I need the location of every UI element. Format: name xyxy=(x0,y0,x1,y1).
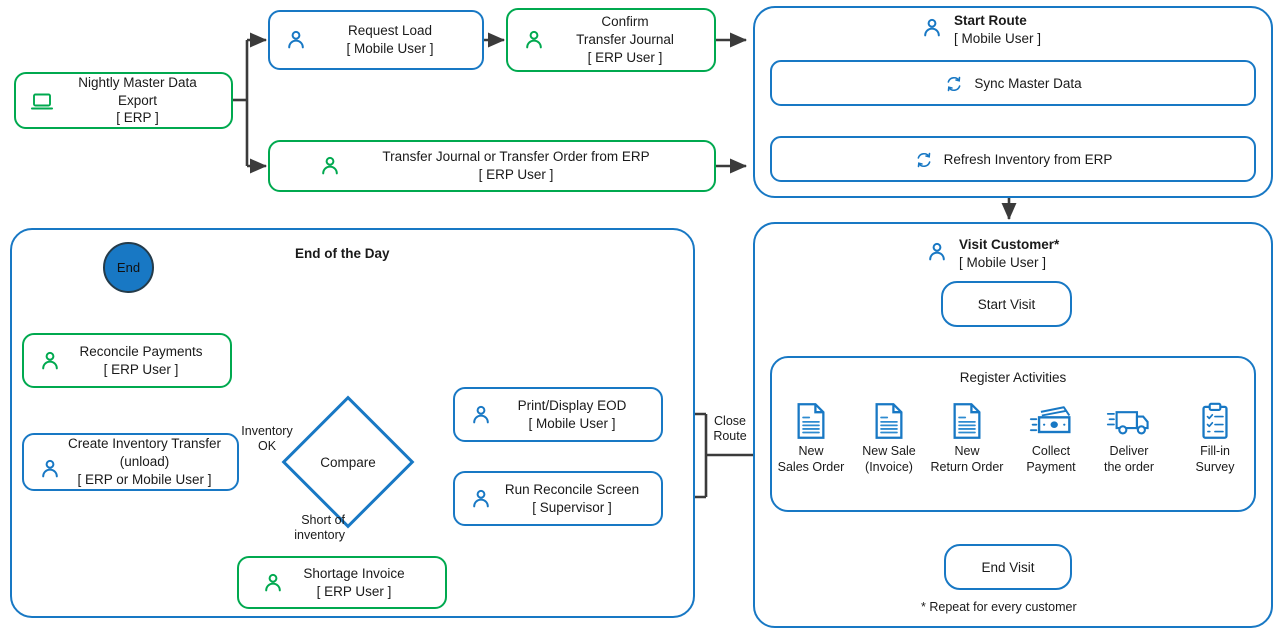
node-run-reconcile-screen[interactable]: Run Reconcile Screen[ Supervisor ] xyxy=(453,471,663,526)
person-icon xyxy=(318,154,342,178)
end-label: End xyxy=(116,260,141,275)
node-label: Transfer Journal or Transfer Order from … xyxy=(382,149,650,182)
visit-customer-title: Visit Customer* xyxy=(959,237,1060,252)
start-route-header: Start Route [ Mobile User ] xyxy=(920,12,1154,47)
truck-icon xyxy=(1092,398,1166,444)
node-label: Reconcile Payments[ ERP User ] xyxy=(79,343,203,377)
node-label: Print/Display EOD[ Mobile User ] xyxy=(517,397,627,431)
sync-icon xyxy=(944,74,964,97)
node-end: End xyxy=(103,242,154,293)
document-icon xyxy=(774,398,848,444)
sync-icon xyxy=(914,150,934,173)
start-route-title: Start Route xyxy=(954,13,1027,28)
end-of-day-title: End of the Day xyxy=(295,246,390,261)
panel-register-activities xyxy=(770,356,1256,512)
step-label: End Visit xyxy=(981,559,1035,575)
node-label: Shortage Invoice[ ERP User ] xyxy=(303,565,405,599)
activity-new-sale-invoice[interactable]: New Sale(Invoice) xyxy=(852,398,926,475)
register-activities-title: Register Activities xyxy=(959,370,1067,385)
visit-customer-actor: [ Mobile User ] xyxy=(959,254,1047,270)
person-icon xyxy=(469,403,493,427)
person-icon xyxy=(261,571,285,595)
visit-customer-footnote: * Repeat for every customer xyxy=(921,600,1077,614)
start-route-actor: [ Mobile User ] xyxy=(954,30,1042,46)
person-icon xyxy=(284,28,308,52)
decision-compare-label: Compare xyxy=(320,455,376,470)
person-icon xyxy=(925,240,949,269)
node-label: Request Load[ Mobile User ] xyxy=(346,23,434,56)
node-request-load[interactable]: Request Load[ Mobile User ] xyxy=(268,10,484,70)
node-reconcile-payments[interactable]: Reconcile Payments[ ERP User ] xyxy=(22,333,232,388)
node-print-display-eod[interactable]: Print/Display EOD[ Mobile User ] xyxy=(453,387,663,442)
person-icon xyxy=(920,16,944,45)
step-label: Start Visit xyxy=(977,296,1036,312)
clipboard-icon xyxy=(1178,398,1252,444)
person-icon xyxy=(38,457,62,481)
person-icon xyxy=(469,487,493,511)
node-create-inventory-transfer[interactable]: Create Inventory Transfer(unload)[ ERP o… xyxy=(22,433,239,491)
activity-label: New Sale(Invoice) xyxy=(862,444,916,474)
money-icon xyxy=(1014,398,1088,444)
document-icon xyxy=(852,398,926,444)
person-icon xyxy=(522,28,546,52)
step-label: Refresh Inventory from ERP xyxy=(943,151,1113,167)
document-icon xyxy=(930,398,1004,444)
visit-customer-header: Visit Customer* [ Mobile User ] xyxy=(925,236,1169,271)
laptop-icon xyxy=(30,89,54,113)
node-shortage-invoice[interactable]: Shortage Invoice[ ERP User ] xyxy=(237,556,447,609)
node-label: Create Inventory Transfer(unload)[ ERP o… xyxy=(67,436,222,487)
node-label: Run Reconcile Screen[ Supervisor ] xyxy=(504,481,640,515)
person-icon xyxy=(38,349,62,373)
step-sync-master-data[interactable]: Sync Master Data xyxy=(770,60,1256,106)
step-start-visit[interactable]: Start Visit xyxy=(941,281,1072,327)
node-transfer-journal-or-order[interactable]: Transfer Journal or Transfer Order from … xyxy=(268,140,716,192)
step-refresh-inventory[interactable]: Refresh Inventory from ERP xyxy=(770,136,1256,182)
step-label: Sync Master Data xyxy=(974,75,1082,91)
step-end-visit[interactable]: End Visit xyxy=(944,544,1072,590)
